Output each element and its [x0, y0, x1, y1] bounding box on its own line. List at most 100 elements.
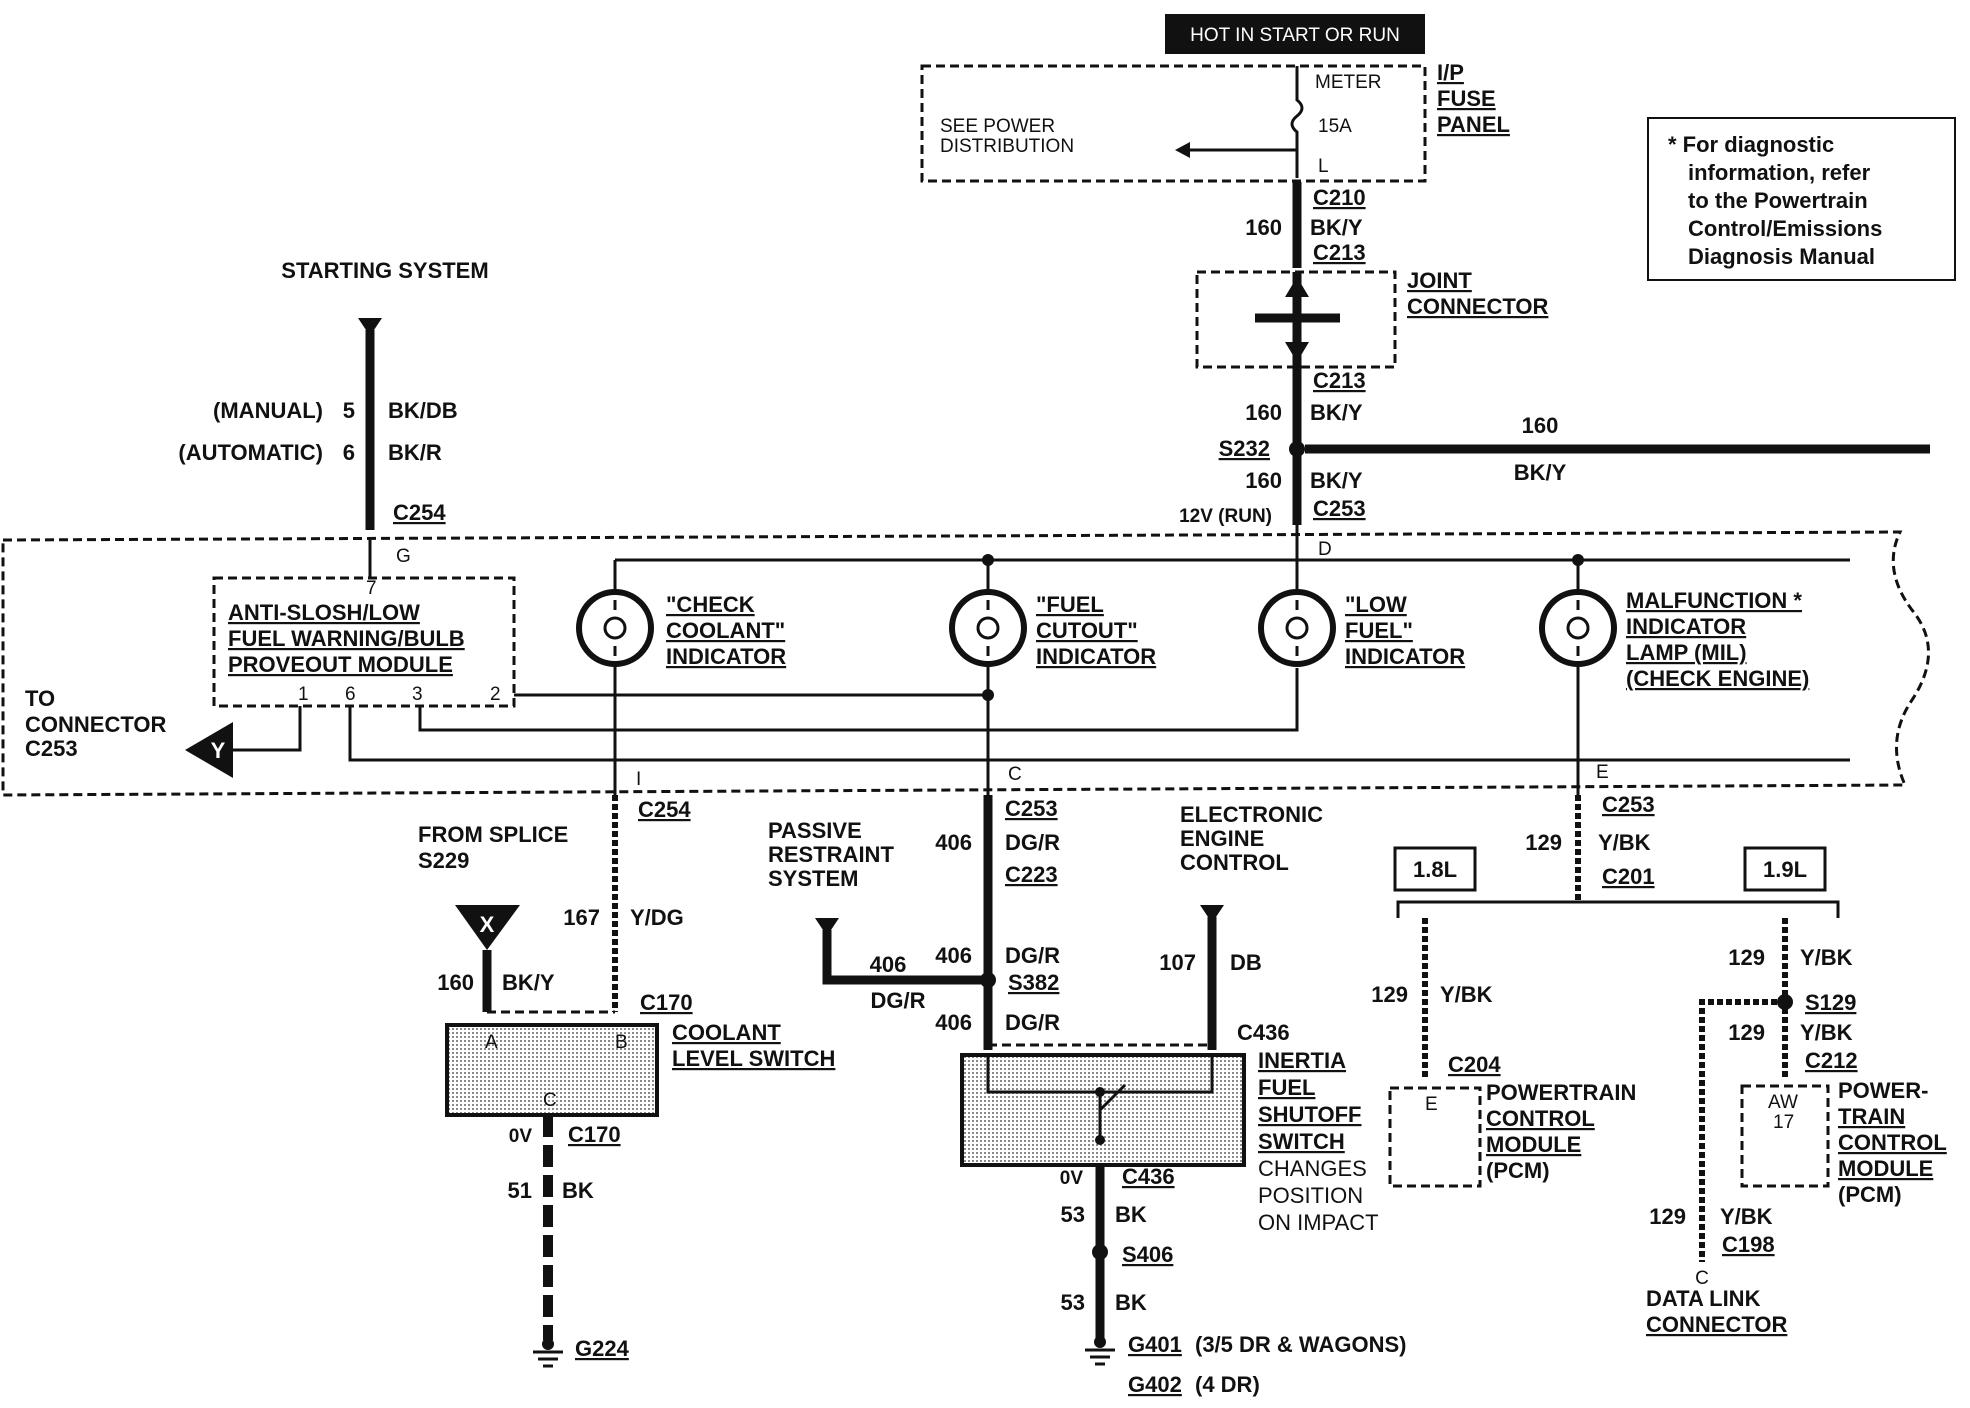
module-name-3: PROVEOUT MODULE	[228, 652, 453, 677]
eec-1: ELECTRONIC	[1180, 802, 1323, 827]
pcm19-5: (PCM)	[1838, 1182, 1902, 1207]
pcm19-box	[1740, 1084, 1830, 1188]
coolant-pin-b: B	[615, 1032, 628, 1053]
inertia-gnd-color-2: BK	[1115, 1290, 1147, 1315]
g402-note: (4 DR)	[1195, 1372, 1260, 1397]
c254-start-label: C254	[393, 500, 446, 525]
coolant-color: Y/DG	[630, 905, 684, 930]
eng19-label: 1.9L	[1763, 857, 1807, 882]
s406-splice	[1092, 1244, 1108, 1260]
module-pin3-wire	[418, 668, 1299, 732]
low-fuel-ind-3: INDICATOR	[1345, 644, 1465, 669]
mil-4: (CHECK ENGINE)	[1626, 666, 1809, 691]
x-circuit: 160	[437, 970, 474, 995]
ref-x-label: X	[480, 912, 495, 937]
pcm18-box	[1388, 1086, 1482, 1188]
pcm18-pin-e: E	[1425, 1094, 1438, 1115]
eec-ref-arrow	[1200, 905, 1224, 923]
l18-circuit: 129	[1371, 982, 1408, 1007]
low-fuel-indicator	[1258, 589, 1336, 667]
inertia-switch-name-3: SHUTOFF	[1258, 1102, 1361, 1127]
pin-c: C	[1008, 764, 1022, 785]
s406-label: S406	[1122, 1242, 1173, 1267]
auto-color: BK/R	[388, 440, 442, 465]
c254-coolant-label: C254	[638, 797, 691, 822]
coolant-ind-3: INDICATOR	[666, 644, 786, 669]
inertia-switch-name-4: SWITCH	[1258, 1129, 1345, 1154]
s382-label: S382	[1008, 970, 1059, 995]
c253-top-label: C253	[1313, 496, 1366, 521]
fuel-cutout-ind-2: CUTOUT"	[1036, 618, 1138, 643]
c198-label: C198	[1722, 1232, 1775, 1257]
pin-d: D	[1318, 539, 1332, 560]
low-bulb	[1285, 600, 1309, 656]
coolant-ind-2: COOLANT"	[666, 618, 785, 643]
module-pin-3: 3	[412, 684, 423, 705]
module-pin1-wire	[233, 706, 302, 752]
pin-e: E	[1596, 762, 1609, 783]
passive-3: SYSTEM	[768, 866, 858, 891]
inertia-contact-bottom	[1095, 1135, 1105, 1145]
joint-arrow-down	[1285, 342, 1309, 362]
fuse-symbol	[1290, 66, 1304, 178]
ref-x-triangle	[455, 905, 520, 950]
c213-label: C213	[1313, 240, 1366, 265]
dl-circuit: 129	[1649, 1204, 1686, 1229]
g401-ground-symbol	[1085, 1348, 1115, 1366]
coolant-gnd-circuit: 51	[508, 1178, 532, 1203]
top-circuit-1: 160	[1245, 215, 1282, 240]
branch-406-circuit: 406	[870, 952, 907, 977]
manual-color: BK/DB	[388, 398, 458, 423]
changes-2: POSITION	[1258, 1183, 1363, 1208]
inertia-switch-name-2: FUEL	[1258, 1075, 1315, 1100]
module-pin-7: 7	[366, 578, 377, 599]
g401-label: G401	[1128, 1332, 1182, 1357]
coolant-pin-c: C	[543, 1090, 557, 1111]
eng18-box	[1393, 846, 1477, 892]
dl-pin: C	[1695, 1268, 1709, 1289]
db-color: DB	[1230, 950, 1262, 975]
c170b-label: C170	[568, 1122, 621, 1147]
low-fuel-ind-2: FUEL"	[1345, 618, 1413, 643]
manual-circuit: 5	[343, 398, 355, 423]
coolant-gnd-color: BK	[562, 1178, 594, 1203]
g224-ground-symbol	[533, 1350, 563, 1368]
fuse-panel-name-3: PANEL	[1437, 112, 1510, 137]
auto-label: (AUTOMATIC)	[178, 440, 323, 465]
to-connector-3: C253	[25, 736, 78, 761]
inertia-switch-box	[960, 1053, 1246, 1167]
joint-connector-name-2: CONNECTOR	[1407, 294, 1548, 319]
from-splice-label: FROM SPLICE	[418, 822, 568, 847]
inertia-gnd-circuit: 53	[1061, 1202, 1085, 1227]
g224-label: G224	[575, 1336, 630, 1361]
pcm19-3: CONTROL	[1838, 1130, 1947, 1155]
module-name-2: FUEL WARNING/BULB	[228, 626, 465, 651]
pin-i: I	[636, 769, 641, 790]
auto-circuit: 6	[343, 440, 355, 465]
ref-y-triangle	[185, 722, 233, 778]
note-line-2: information, refer	[1688, 160, 1871, 185]
inertia-circuit: 406	[935, 830, 972, 855]
branch-color: BK/Y	[1514, 460, 1567, 485]
fuse-amp-label: 15A	[1318, 116, 1352, 137]
low-fuel-ind-1: "LOW	[1345, 592, 1407, 617]
c201-label: C201	[1602, 864, 1655, 889]
coolant-ind-1: "CHECK	[666, 592, 755, 617]
changes-1: CHANGES	[1258, 1156, 1367, 1181]
mil-color: Y/BK	[1598, 830, 1651, 855]
module-box	[212, 576, 516, 708]
fuse-panel-box	[920, 64, 1427, 183]
dlc-name-2: CONNECTOR	[1646, 1312, 1787, 1337]
pcm18-4: (PCM)	[1486, 1158, 1550, 1183]
engine-bracket	[1396, 900, 1840, 918]
x-color: BK/Y	[502, 970, 555, 995]
dlc-wire	[1699, 999, 1777, 1262]
mil-1: MALFUNCTION *	[1626, 588, 1802, 613]
mil-3: LAMP (MIL)	[1626, 640, 1747, 665]
pcm19-pin-aw: AW	[1768, 1092, 1798, 1113]
c223-label: C223	[1005, 862, 1058, 887]
module-pin6-wire	[348, 706, 1850, 762]
cluster-box	[1, 530, 1930, 797]
module-pin-2: 2	[490, 684, 501, 705]
